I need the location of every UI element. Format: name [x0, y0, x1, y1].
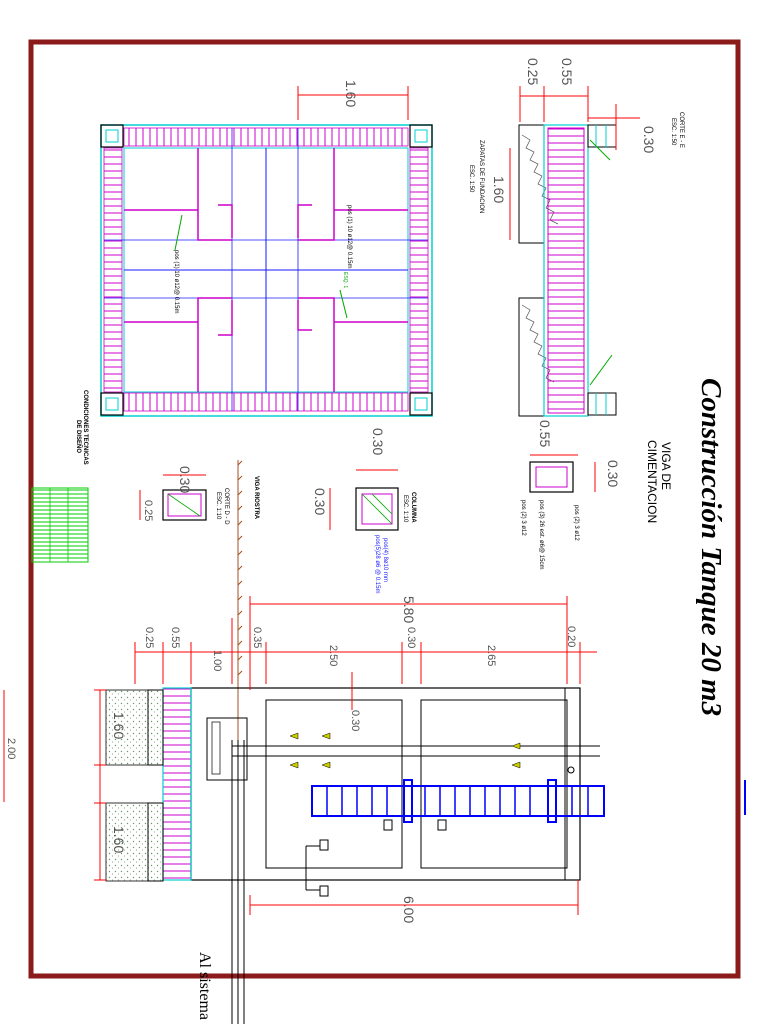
columna-title: COLUMNA — [410, 492, 416, 523]
viga-riostra-label: VIGA RIOSTRA — [253, 476, 259, 520]
dim-viga-030: 0.30 — [605, 460, 621, 487]
foundation-plan — [100, 124, 433, 417]
viga-cimentacion-section — [529, 454, 596, 493]
dim-col-030b: 0.30 — [312, 488, 328, 515]
corte-dd-section — [139, 474, 207, 521]
ground-line — [237, 460, 243, 1024]
dim-side-160a: 1.60 — [111, 712, 127, 739]
viga-cimentacion-line2: CIMENTACION — [645, 440, 659, 523]
plan-note-pos1-a: pos (1) 10 ø12@ 0.15m — [173, 250, 179, 313]
corte-ee-section — [518, 124, 617, 417]
dim-side-160b: 1.60 — [111, 826, 127, 853]
dim-top-160-text: 1.60 — [343, 80, 359, 107]
dim-top-030: 0.30 — [641, 126, 657, 153]
columna-note-2: pos(5)28 ø6 @ 0.15m — [374, 535, 380, 593]
dim-zapata-160: 1.60 — [491, 176, 507, 203]
dim-030b: 0.30 — [349, 710, 361, 731]
viga-note-3: pos (2) 3 ø12 — [520, 500, 526, 536]
corte-ee-scale: ESC. 1:50 — [670, 118, 676, 146]
dim-030: 0.30 — [405, 627, 417, 648]
dim-600: 6.00 — [401, 896, 417, 923]
corte-dd-title: CORTE D - D — [223, 488, 229, 525]
dim-viga-055: 0.55 — [537, 420, 553, 447]
condiciones-line1: CONDICIONES TECNICAS — [82, 390, 88, 465]
dim-dd-025: 0.25 — [142, 500, 154, 521]
drawing-frame — [28, 39, 741, 979]
elevation-dims — [3, 596, 746, 915]
dim-020: 0.20 — [565, 626, 577, 647]
zapatas-scale: ESC. 1:50 — [468, 165, 474, 193]
condiciones-table — [31, 487, 89, 563]
dim-055: 0.55 — [169, 627, 181, 648]
dim-025: 0.25 — [143, 627, 155, 648]
columna-note-1: pos(4) 8ø10 mm — [382, 538, 388, 582]
dim-top-055: 0.55 — [559, 58, 575, 85]
dim-250: 2.50 — [327, 645, 339, 666]
viga-note-1: pos (2) 3 ø12 — [573, 505, 579, 541]
dim-580: 5.80 — [401, 596, 417, 623]
columna-scale: ESC. 1:10 — [402, 495, 408, 523]
dim-dd-030: 0.30 — [177, 466, 193, 493]
corte-ee-title: CORTE E - E — [678, 112, 684, 148]
dims-corte-ee — [509, 86, 640, 240]
dim-top-025: 0.25 — [525, 58, 541, 85]
al-sistema-label: Al sistema — [196, 952, 213, 1020]
dim-100: 1.00 — [211, 650, 223, 671]
dim-col-030a: 0.30 — [370, 428, 386, 455]
condiciones-line2: DE DISEÑO — [75, 420, 82, 453]
zapatas-title: ZAPATAS DE FUNDACION — [478, 140, 484, 213]
viga-cimentacion-line1: VIGA DE — [659, 442, 673, 490]
tank-elevation — [105, 687, 605, 1024]
plan-note-esq: ESQ. 1 — [342, 272, 348, 288]
dim-top-160 — [297, 86, 409, 120]
dim-035: 0.35 — [251, 627, 263, 648]
corte-dd-scale: ESC. 1:10 — [215, 492, 221, 520]
dim-200: 2.00 — [5, 738, 17, 759]
viga-note-2: pos (3) 26 est. ø6@ 15cm — [538, 500, 544, 569]
drawing-title: Construcción Tanque 20 m3 — [695, 378, 727, 716]
plan-note-pos1-b: pos (1) 10 ø12@ 0.15m — [346, 205, 352, 268]
dim-265: 2.65 — [485, 645, 497, 666]
columna-section — [329, 469, 399, 531]
